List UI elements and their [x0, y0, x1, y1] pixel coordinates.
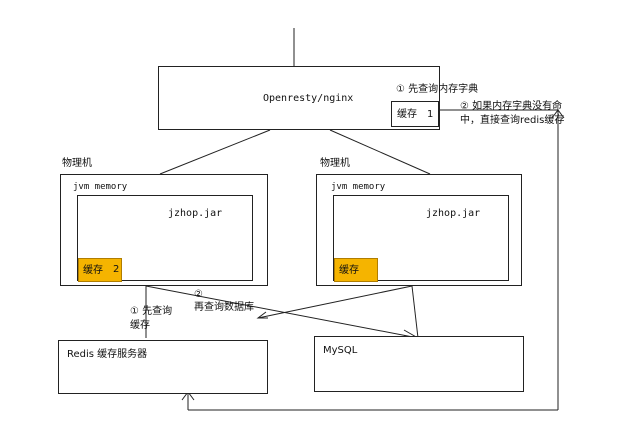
- machine-right-box: jvm memory jzhop.jar 缓存: [316, 174, 522, 286]
- nginx-note-1: ① 先查询内存字典: [396, 84, 479, 95]
- flow-note-1-line-2: 缓存: [130, 320, 150, 331]
- machine-right-label: 物理机: [320, 158, 350, 169]
- arrow-head-left: [256, 311, 268, 319]
- machine-left-cache-box: 缓存 2: [78, 258, 122, 282]
- machine-left-cache-number: 2: [113, 264, 120, 275]
- nginx-cache-box: 缓存 1: [391, 101, 439, 127]
- flow-note-2-line-1: ②: [194, 289, 203, 300]
- redis-box: Redis 缓存服务器: [58, 340, 268, 394]
- machine-right-jvm-box: jzhop.jar 缓存: [333, 195, 509, 282]
- machine-right-jar: jzhop.jar: [426, 208, 481, 219]
- nginx-to-machine-right-line: [329, 129, 431, 175]
- nginx-title: Openresty/nginx: [263, 93, 354, 104]
- flow-note-2-line-2: 再查询数据库: [194, 302, 254, 313]
- arrow-head-top-right: [551, 109, 565, 119]
- nginx-box: Openresty/nginx 缓存 1: [158, 66, 440, 130]
- machine-right-jvm-label: jvm memory: [331, 182, 386, 192]
- mysql-box: MySQL: [314, 336, 524, 392]
- machine-left-box: jvm memory jzhop.jar 缓存 2: [60, 174, 268, 286]
- machine-left-jvm-label: jvm memory: [73, 182, 128, 192]
- nginx-cache-label: 缓存: [397, 109, 417, 120]
- right-machine-to-redis-line: [257, 285, 413, 319]
- machine-right-cache-label: 缓存: [339, 265, 359, 276]
- nginx-to-machine-left-line: [159, 129, 271, 175]
- left-machine-to-mysql-line: [145, 285, 419, 339]
- machine-right-cache-box: 缓存: [334, 258, 378, 282]
- machine-left-jar: jzhop.jar: [168, 208, 223, 219]
- machine-left-cache-label: 缓存: [83, 265, 103, 276]
- nginx-note-2-line-1: ② 如果内存字典没有命: [460, 101, 563, 112]
- machine-left-label: 物理机: [62, 158, 92, 169]
- machine-left-jvm-box: jzhop.jar 缓存 2: [77, 195, 253, 282]
- right-machine-down-line: [411, 285, 419, 339]
- redis-label: Redis 缓存服务器: [67, 349, 148, 360]
- nginx-note-2-line-2: 中，直接查询redis缓存: [460, 115, 565, 126]
- flow-note-1-line-1: ① 先查询: [130, 306, 173, 317]
- nginx-cache-number: 1: [427, 109, 434, 120]
- mysql-label: MySQL: [323, 345, 358, 356]
